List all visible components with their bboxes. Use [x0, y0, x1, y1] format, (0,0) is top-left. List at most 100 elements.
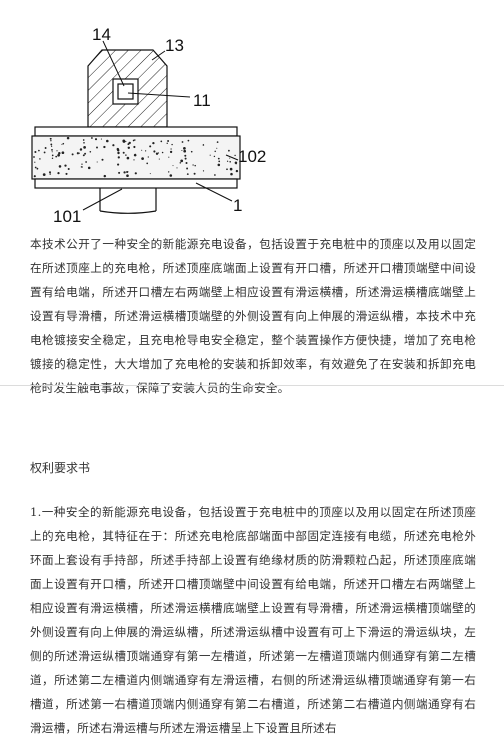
speckle-dot: [43, 151, 46, 154]
speckle-dot: [144, 150, 147, 152]
speckle-dot: [183, 149, 187, 153]
speckle-dot: [78, 152, 81, 154]
speckle-dot: [235, 169, 239, 173]
label-11: 11: [193, 91, 211, 110]
label-102: 102: [238, 147, 266, 166]
speckle-dot: [123, 171, 126, 174]
speckle-dot: [229, 161, 231, 163]
speckle-dot: [147, 156, 149, 158]
speckle-dot: [125, 154, 127, 156]
speckle-dot: [117, 163, 120, 166]
speckle-dot: [82, 154, 85, 157]
speckle-dot: [81, 163, 83, 165]
speckle-dot: [116, 148, 120, 152]
lower-plate-1: [34, 178, 238, 189]
speckle-dot: [57, 153, 60, 157]
speckle-dot: [87, 166, 91, 170]
speckle-dot: [153, 150, 156, 153]
speckle-dot: [57, 172, 60, 175]
speckle-dot: [103, 174, 107, 178]
speckle-dot: [101, 158, 104, 161]
speckle-dot: [76, 152, 80, 155]
speckle-dot: [34, 150, 37, 154]
speckle-dot: [85, 161, 87, 163]
speckle-dot: [158, 158, 160, 160]
speckle-dot: [56, 150, 58, 152]
speckle-dot: [202, 170, 205, 172]
speckle-dot: [168, 156, 170, 158]
speckle-dot: [83, 146, 86, 149]
speckle-dot: [167, 140, 170, 142]
speckle-dot: [160, 140, 163, 143]
speckle-dot: [83, 142, 85, 144]
claims-text: 1.一种安全的新能源充电设备，包括设置于充电桩中的顶座以及用以固定在所述顶座上的…: [30, 505, 476, 735]
speckle-dot: [214, 150, 216, 153]
speckle-dot: [79, 148, 82, 151]
speckle-dot: [38, 149, 40, 152]
speckle-dot: [49, 173, 51, 175]
speckle-dot: [226, 160, 229, 162]
speckle-dot: [180, 159, 184, 163]
speckle-dot: [134, 172, 137, 175]
speckle-dot: [149, 173, 151, 175]
speckle-dot: [152, 141, 155, 145]
speckle-dot: [202, 144, 205, 146]
speckle-dot: [117, 151, 120, 155]
speckle-dot: [61, 151, 65, 155]
speckle-dot: [122, 139, 126, 143]
section-title: 权利要求书: [30, 461, 91, 475]
speckle-dot: [176, 167, 178, 169]
speckle-dot: [170, 148, 172, 150]
speckle-dot: [89, 151, 92, 153]
speckle-dot: [127, 146, 130, 149]
speckle-dot: [132, 139, 135, 142]
speckle-dot: [228, 149, 230, 152]
speckle-dot: [51, 149, 53, 151]
speckle-dot: [122, 151, 125, 154]
speckle-dot: [169, 150, 173, 154]
upper-plate: [34, 126, 238, 137]
speckle-dot: [181, 149, 183, 152]
speckle-dot: [213, 155, 216, 158]
speckle-dot: [181, 141, 184, 143]
speckle-dot: [66, 136, 70, 140]
speckle-dot: [157, 152, 160, 154]
speckle-dot: [96, 146, 98, 149]
speckle-dot: [39, 158, 41, 160]
speckle-dot: [118, 171, 121, 174]
speckle-dot: [134, 154, 137, 157]
speckle-dot: [126, 174, 129, 177]
speckle-dot: [226, 168, 228, 171]
speckle-dot: [149, 145, 152, 148]
speckle-dot: [172, 165, 174, 167]
speckle-dot: [190, 150, 193, 153]
speckle-dot: [48, 171, 52, 174]
speckle-dot: [155, 152, 159, 155]
speckle-dot: [193, 172, 196, 175]
speckle-dot: [112, 144, 115, 147]
speckle-dot: [183, 147, 186, 150]
speckle-dot: [141, 157, 144, 160]
speckle-dot: [82, 139, 85, 141]
speckle-dot: [146, 162, 149, 165]
speckle-dot: [36, 167, 39, 170]
patent-drawing: 14 13 11 102 1 101: [31, 25, 266, 226]
speckle-dot: [58, 151, 61, 155]
speckle-dot: [234, 154, 236, 157]
speckle-dot: [166, 142, 168, 144]
speckle-dot: [127, 143, 130, 146]
speckle-dots: [33, 136, 239, 178]
speckle-dot: [133, 159, 135, 161]
speckle-dot: [133, 145, 136, 149]
label-14: 14: [92, 25, 111, 44]
speckle-dot: [214, 174, 216, 176]
speckle-dot: [229, 157, 231, 159]
speckle-dot: [167, 171, 170, 173]
speckle-dot: [185, 162, 188, 164]
speckle-dot: [49, 137, 52, 140]
speckle-dot: [51, 157, 54, 160]
speckle-dot: [33, 175, 36, 178]
speckle-dot: [42, 173, 46, 176]
speckle-dot: [50, 145, 53, 147]
speckle-dot: [161, 151, 164, 154]
